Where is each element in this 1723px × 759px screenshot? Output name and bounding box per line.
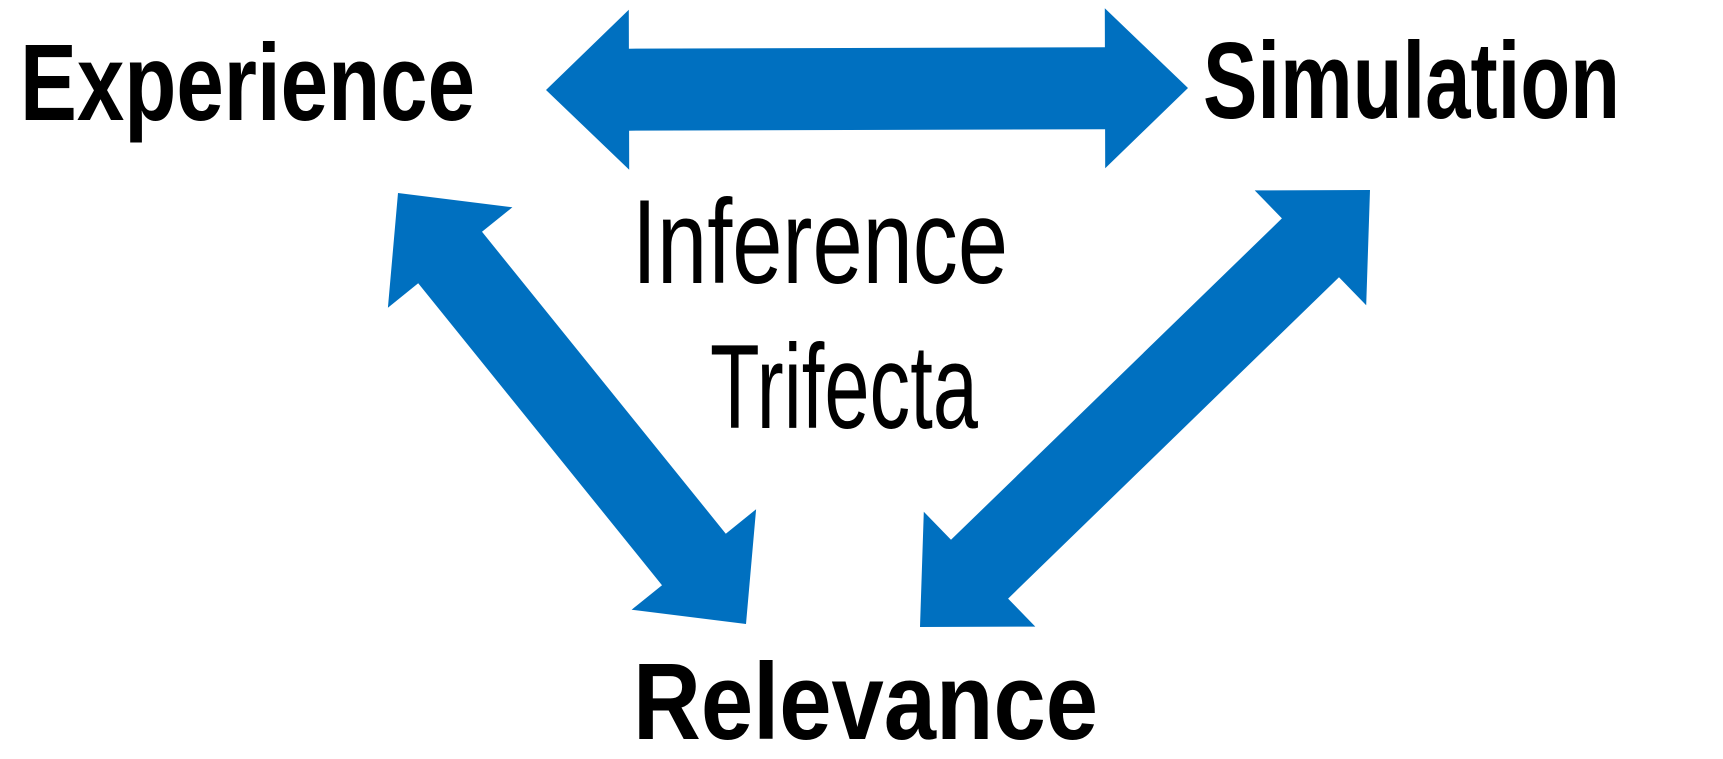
- node-label-relevance: Relevance: [633, 641, 1098, 759]
- node-label-simulation: Simulation: [1203, 20, 1620, 142]
- center-title-line1: Inference: [632, 175, 1008, 309]
- node-label-experience: Experience: [20, 22, 475, 144]
- center-title-line2: Trifecta: [710, 320, 978, 454]
- arrow-experience-simulation: [546, 8, 1188, 170]
- arrow-relevance-simulation: [920, 190, 1370, 627]
- arrow-experience-relevance: [387, 193, 757, 624]
